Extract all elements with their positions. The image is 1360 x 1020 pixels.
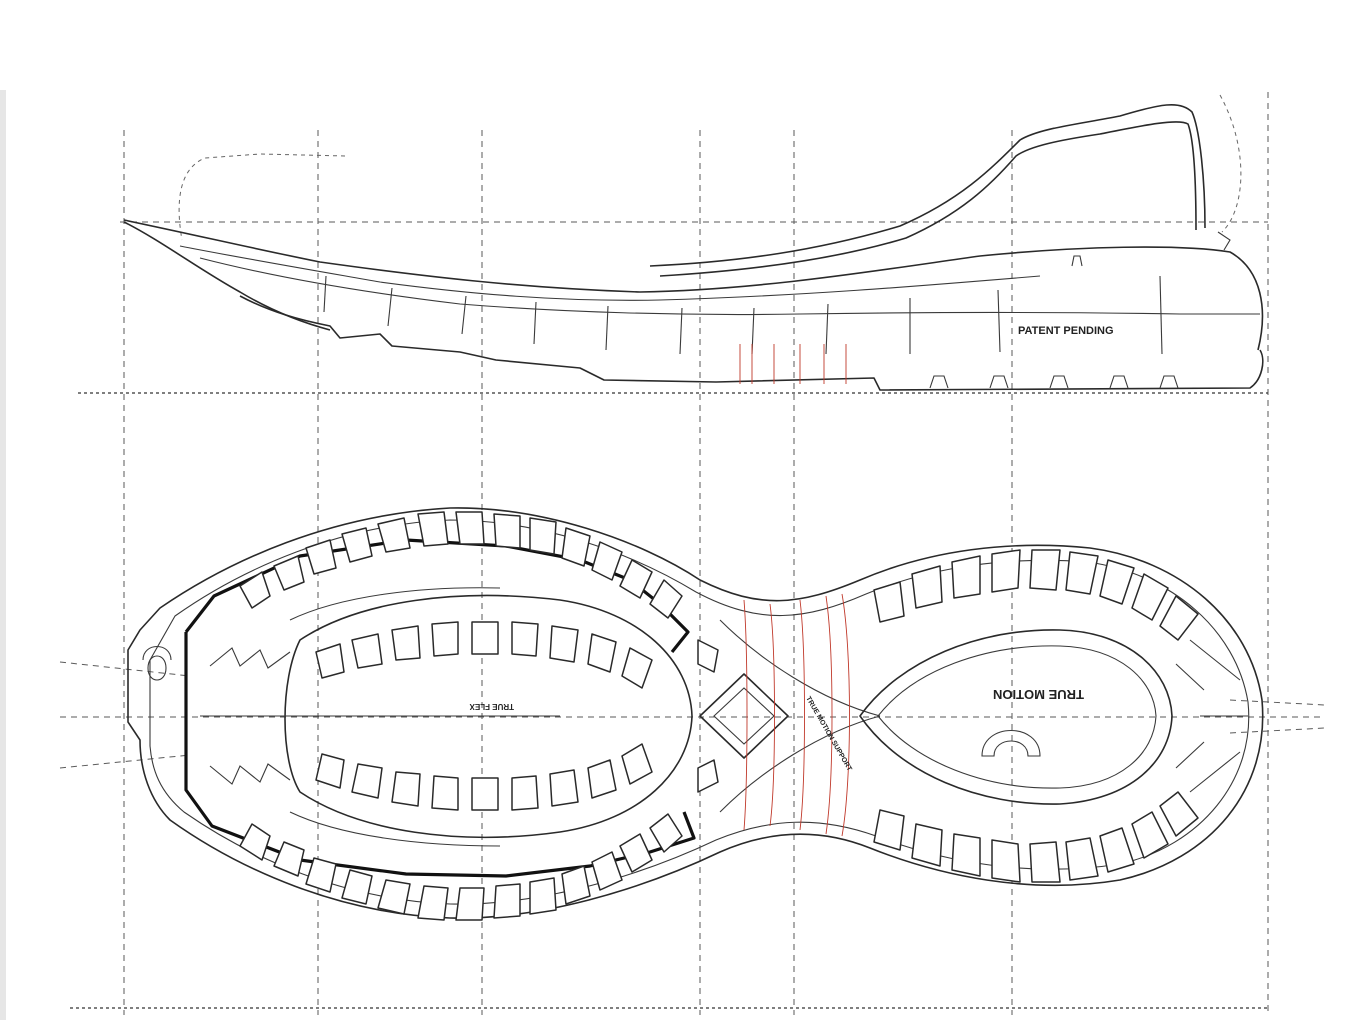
patent-pending-label: PATENT PENDING (1018, 325, 1114, 337)
page-edge-rule (0, 90, 6, 1020)
true-flex-forefoot-label: TRUE FLEX (469, 702, 514, 711)
shoe-outsole-view: TRUE MOTION TRUE FLEX TRUE MOTION SUPPOR… (127, 507, 1264, 921)
shoe-side-view: PATENT PENDING (123, 94, 1264, 391)
true-motion-heel-label: TRUE MOTION (993, 687, 1084, 702)
true-motion-support-label: TRUE MOTION SUPPORT (804, 696, 853, 774)
